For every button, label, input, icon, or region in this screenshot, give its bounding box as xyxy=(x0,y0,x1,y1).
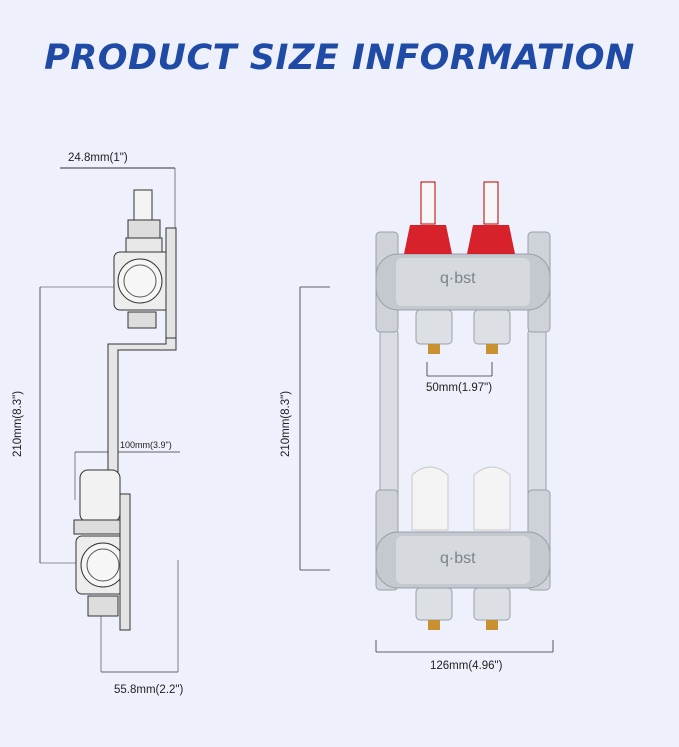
front-upper-manifold xyxy=(375,181,551,354)
side-upper-manifold xyxy=(113,189,177,339)
front-outlet-spacing-label: 50mm(1.97") xyxy=(426,382,493,394)
front-lower-manifold xyxy=(375,466,551,630)
page-title: PRODUCT SIZE INFORMATION xyxy=(44,38,635,78)
front-total-width-label: 126mm(4.96") xyxy=(430,660,503,672)
side-height-label: 210mm(8.3") xyxy=(12,390,24,458)
side-lower-manifold xyxy=(73,469,131,631)
side-offset-label: 100mm(3.9") xyxy=(120,440,172,450)
side-bottom-width-label: 55.8mm(2.2") xyxy=(114,684,184,696)
brand-logo-top: q·bst xyxy=(440,270,476,287)
side-top-width-label: 24.8mm(1") xyxy=(68,152,128,164)
brand-logo-bottom: q·bst xyxy=(440,550,476,567)
front-rails xyxy=(379,329,547,511)
front-height-label: 210mm(8.3") xyxy=(280,390,292,458)
